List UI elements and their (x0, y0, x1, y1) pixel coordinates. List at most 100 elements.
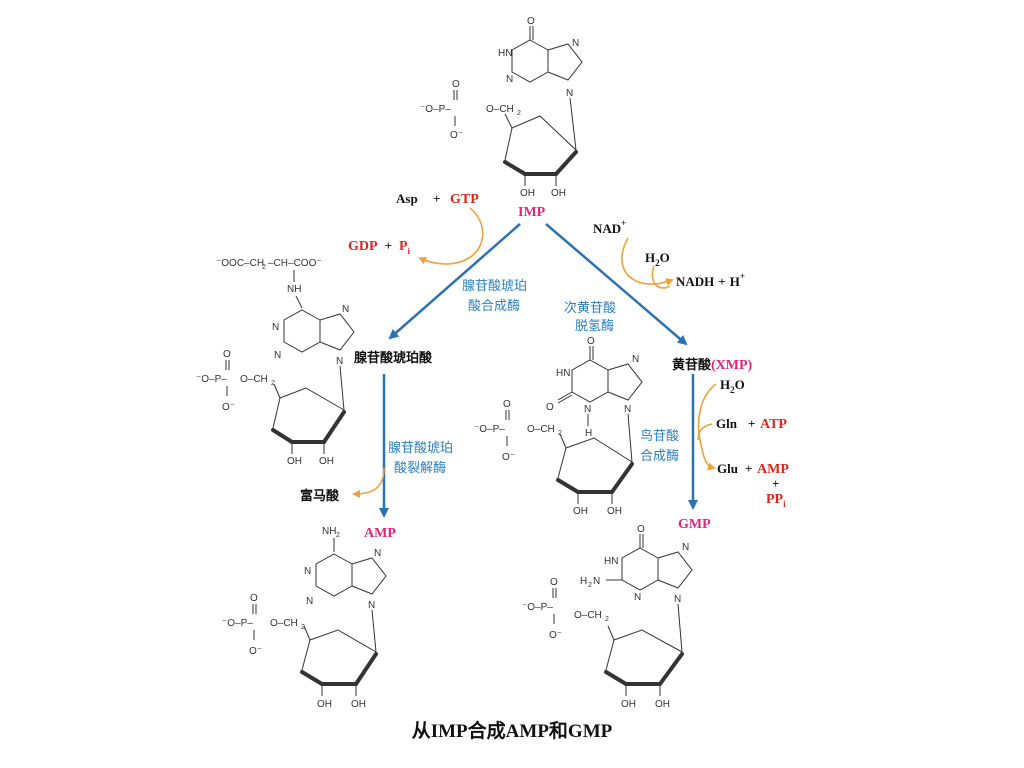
enzyme-gmps-line1: 鸟苷酸 (640, 428, 679, 443)
arrow-imp-to-xmp (545, 223, 688, 346)
svg-text:2: 2 (262, 264, 266, 271)
cofactor-atp: ATP (760, 417, 787, 432)
svg-text:OH: OH (317, 699, 332, 710)
svg-text:OH: OH (655, 699, 670, 710)
svg-text:2: 2 (558, 430, 562, 437)
cofactor-h2o-a-h: H (645, 250, 655, 265)
cofactor-ppi-sub: i (783, 499, 786, 509)
svg-text:HN: HN (556, 368, 570, 379)
svg-text:OH: OH (287, 456, 302, 467)
cofactor-pi: P (399, 239, 408, 254)
enzyme-adsl-line2: 酸裂解酶 (394, 460, 446, 475)
side-arrow-h2o-gln-to-glu (697, 383, 717, 471)
svg-text:HN: HN (604, 556, 618, 567)
label-fumarate: 富马酸 (300, 488, 340, 503)
svg-text:O⁻: O⁻ (450, 130, 463, 141)
svg-text:OH: OH (607, 506, 622, 517)
label-adenylosuccinate: 腺苷酸琥珀酸 (354, 350, 433, 365)
svg-text:2: 2 (588, 582, 592, 589)
cofactor-gdp: GDP (348, 239, 378, 254)
cofactor-h-plus-sup: + (740, 271, 745, 281)
side-arrow-fumarate (352, 467, 385, 498)
svg-text:OH: OH (573, 506, 588, 517)
cofactor-nadh: NADH (676, 274, 714, 289)
enzyme-adsl-line1: 腺苷酸琥珀 (388, 440, 453, 455)
cofactor-h2o-b-group: H2O (720, 377, 745, 395)
svg-text:OH: OH (351, 699, 366, 710)
cofactor-ppi: PP (766, 492, 784, 507)
svg-text:O⁻: O⁻ (249, 646, 262, 657)
cofactor-plus-6: + (772, 476, 779, 491)
cofactor-amp-side: AMP (757, 462, 789, 477)
svg-text:2: 2 (605, 616, 609, 623)
svg-text:NH: NH (322, 526, 336, 537)
svg-text:O: O (223, 349, 231, 360)
svg-text:N: N (342, 304, 349, 315)
svg-text:O–CH: O–CH (270, 618, 298, 629)
cofactor-h2o-a-group: H2O (645, 250, 670, 268)
svg-text:O⁻: O⁻ (502, 452, 515, 463)
cofactor-h2o-a-sub: 2 (655, 258, 660, 268)
cofactor-gln: Gln (716, 416, 738, 431)
svg-text:⁻O–P–: ⁻O–P– (474, 424, 505, 435)
label-amp: AMP (364, 526, 396, 541)
svg-text:O: O (527, 16, 535, 27)
cofactor-nad-sup: + (621, 218, 626, 228)
svg-text:2: 2 (336, 532, 340, 539)
cofactor-gtp: GTP (450, 192, 479, 207)
svg-text:N: N (682, 542, 689, 553)
svg-text:O⁻: O⁻ (222, 402, 235, 413)
svg-text:N: N (593, 576, 600, 587)
svg-text:–CH–COO⁻: –CH–COO⁻ (268, 258, 322, 269)
cofactor-asp: Asp (396, 191, 418, 206)
svg-text:2: 2 (517, 110, 521, 117)
svg-text:O: O (587, 336, 595, 347)
label-xmp: (XMP) (711, 358, 753, 373)
enzyme-adss-line1: 腺苷酸琥珀 (462, 278, 527, 293)
side-arrow-h2o (651, 265, 671, 289)
svg-text:⁻O–P–: ⁻O–P– (196, 374, 227, 385)
cofactor-ppi-group: PPi (766, 492, 786, 509)
side-arrow-gln (697, 423, 713, 441)
svg-text:O⁻: O⁻ (549, 630, 562, 641)
label-xmp-group: 黄苷酸(XMP) (672, 357, 753, 373)
enzyme-gmps-line2: 合成酶 (640, 448, 679, 463)
cofactor-nadh-group: NADH + H+ (676, 271, 745, 290)
svg-text:N: N (304, 566, 311, 577)
svg-text:O: O (550, 577, 558, 588)
cofactor-gdp-pi-group: GDP + Pi (348, 237, 411, 256)
cofactor-h-plus: H (730, 274, 740, 289)
svg-text:O–CH: O–CH (527, 424, 555, 435)
svg-text:H: H (585, 428, 592, 439)
svg-text:O: O (452, 79, 460, 90)
cofactor-pi-sub: i (408, 246, 411, 256)
svg-text:N: N (336, 356, 343, 367)
svg-text:N: N (374, 548, 381, 559)
svg-text:O: O (503, 399, 511, 410)
figure-caption: 从IMP合成AMP和GMP (412, 719, 613, 742)
arrow-imp-to-adenylosuccinate (388, 223, 521, 340)
svg-text:N: N (566, 88, 573, 99)
cofactor-glu: Glu (717, 461, 738, 476)
svg-text:H: H (580, 576, 587, 587)
svg-text:2: 2 (271, 380, 275, 387)
svg-text:N: N (584, 404, 591, 415)
cofactor-h2o-b-o: O (735, 377, 745, 392)
enzyme-adss-line2: 酸合成酶 (468, 298, 520, 313)
svg-text:OH: OH (621, 699, 636, 710)
cofactor-plus-1: + (433, 191, 440, 206)
svg-text:N: N (634, 592, 641, 603)
svg-text:OH: OH (551, 188, 566, 199)
cofactor-plus-3: + (718, 274, 725, 289)
cofactor-h2o-b-sub: 2 (730, 385, 735, 395)
svg-text:O–CH: O–CH (574, 610, 602, 621)
svg-text:N: N (632, 354, 639, 365)
side-arrow-nad-to-nadh (621, 237, 674, 286)
svg-text:OH: OH (319, 456, 334, 467)
